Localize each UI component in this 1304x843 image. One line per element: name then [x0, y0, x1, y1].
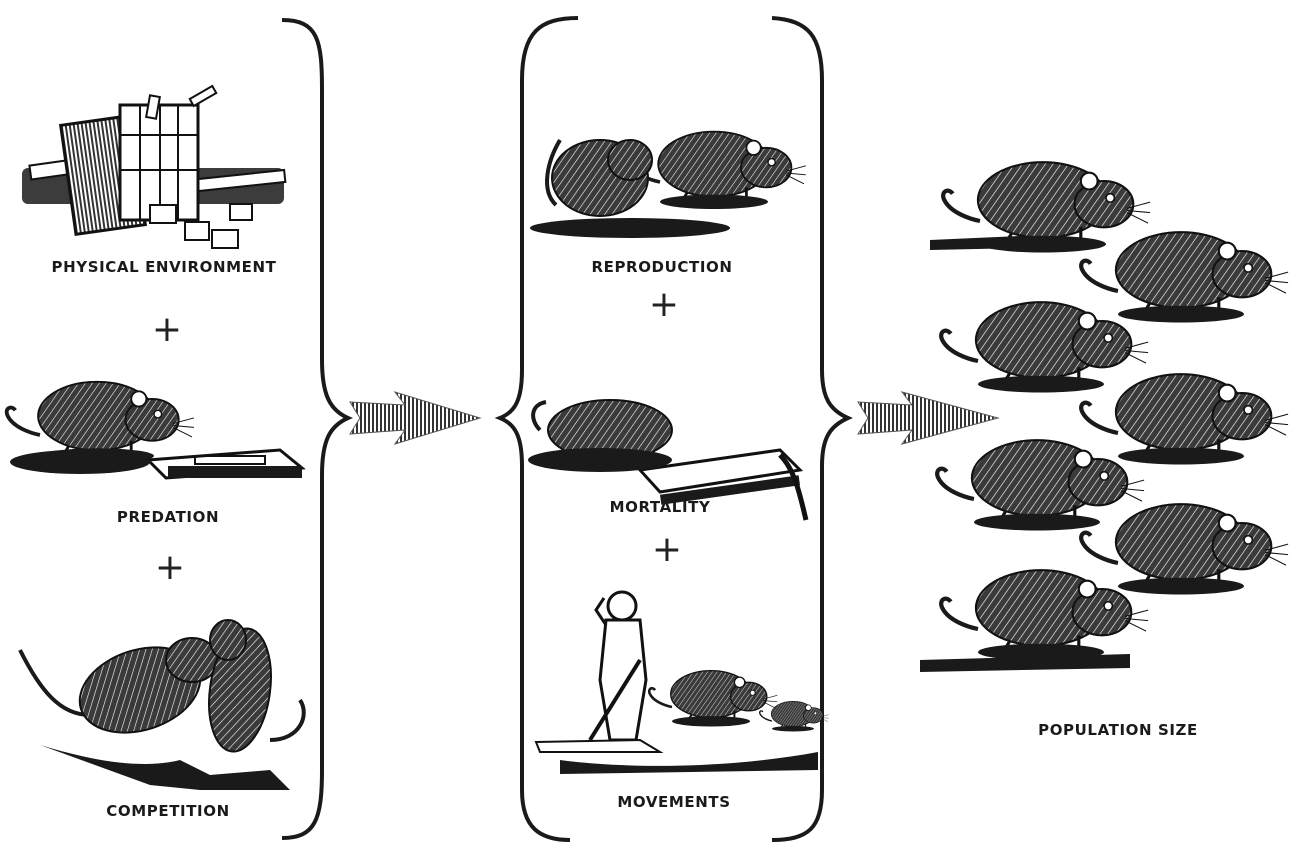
plus-sign: + [649, 287, 679, 323]
predation-label: PREDATION [117, 508, 219, 526]
debris-pile-icon [22, 86, 285, 248]
hatched-arrow-icon-2 [858, 392, 998, 444]
physical-environment-label: PHYSICAL ENVIRONMENT [52, 258, 277, 276]
movements-label: MOVEMENTS [617, 793, 730, 811]
mortality-label: MORTALITY [610, 498, 711, 516]
plus-sign: + [155, 550, 185, 586]
fighting-voles-icon [20, 620, 304, 790]
vole-at-trap-icon [7, 382, 302, 478]
mating-voles-icon [530, 132, 806, 238]
competition-label: COMPETITION [106, 802, 229, 820]
plus-sign: + [652, 532, 682, 568]
population-size-label: POPULATION SIZE [1038, 721, 1198, 739]
man-with-voles-icon [536, 592, 829, 774]
hatched-arrow-icon [350, 392, 480, 444]
plus-sign: + [152, 312, 182, 348]
left-brace [282, 20, 348, 838]
reproduction-label: REPRODUCTION [591, 258, 732, 276]
